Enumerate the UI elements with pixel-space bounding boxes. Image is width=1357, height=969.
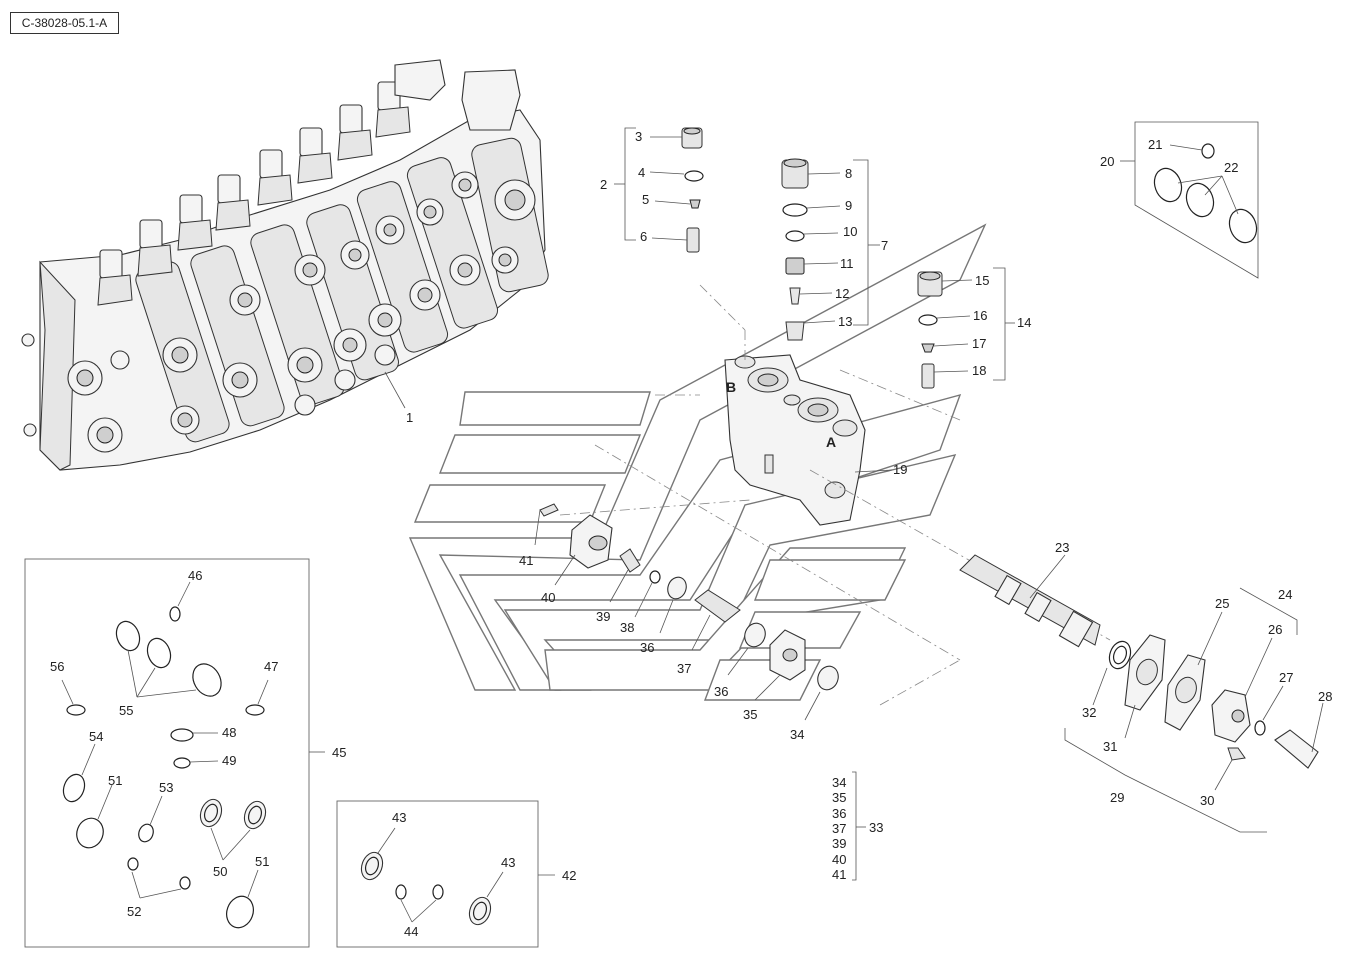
- callout-2: 2: [600, 177, 607, 192]
- callout-34: 34: [790, 727, 804, 742]
- port-b-mark: B: [726, 379, 736, 395]
- callout-50: 50: [213, 864, 227, 879]
- callout-54: 54: [89, 729, 103, 744]
- callout-56: 56: [50, 659, 64, 674]
- group-20: 20 21 22: [1100, 121, 1259, 279]
- callout-18: 18: [972, 363, 986, 378]
- callout-15: 15: [975, 273, 989, 288]
- control-valve-assembly: 1: [21, 59, 549, 471]
- callout-23: 23: [1055, 540, 1069, 555]
- callout-43a: 43: [392, 810, 406, 825]
- callout-4: 4: [638, 165, 645, 180]
- callout-3: 3: [635, 129, 642, 144]
- callout-8: 8: [845, 166, 852, 181]
- callout-38: 38: [620, 620, 634, 635]
- callout-29: 29: [1110, 790, 1124, 805]
- callout-21: 21: [1148, 137, 1162, 152]
- kit-33-item: 37: [832, 821, 846, 836]
- callout-36b: 36: [714, 684, 728, 699]
- callout-37: 37: [677, 661, 691, 676]
- kit-33-item: 36: [832, 806, 846, 821]
- callout-36a: 36: [640, 640, 654, 655]
- callout-43b: 43: [501, 855, 515, 870]
- kit-33-item: 34: [832, 775, 846, 790]
- callout-35: 35: [743, 707, 757, 722]
- callout-32: 32: [1082, 705, 1096, 720]
- callout-10: 10: [843, 224, 857, 239]
- callout-6: 6: [640, 229, 647, 244]
- kit-33-parts: 41 40 39 38 36 37 36 35 34: [519, 503, 839, 742]
- kit-33-item: 35: [832, 790, 846, 805]
- callout-12: 12: [835, 286, 849, 301]
- callout-16: 16: [973, 308, 987, 323]
- port-a-mark: A: [826, 434, 836, 450]
- callout-48: 48: [222, 725, 236, 740]
- callout-52: 52: [127, 904, 141, 919]
- callout-7: 7: [881, 238, 888, 253]
- callout-33: 33: [869, 820, 883, 835]
- callout-41: 41: [519, 553, 533, 568]
- kit-33-item: 40: [832, 852, 846, 867]
- callout-24: 24: [1278, 587, 1292, 602]
- callout-1: 1: [406, 410, 413, 425]
- kit-33-item: 39: [832, 836, 846, 851]
- group-14: 14 15 16 17 18: [917, 267, 1031, 389]
- callout-44: 44: [404, 924, 418, 939]
- callout-14: 14: [1017, 315, 1031, 330]
- callout-28: 28: [1318, 689, 1332, 704]
- callout-47: 47: [264, 659, 278, 674]
- kit-33-list: 34 35 36 37 39 40 41 33: [832, 771, 883, 882]
- callout-25: 25: [1215, 596, 1229, 611]
- callout-26: 26: [1268, 622, 1282, 637]
- callout-22: 22: [1224, 160, 1238, 175]
- leader-19: [854, 469, 893, 473]
- group-2: 2 3 4 5 6: [600, 127, 704, 253]
- callout-5: 5: [642, 192, 649, 207]
- callout-40: 40: [541, 590, 555, 605]
- callout-55: 55: [119, 703, 133, 718]
- callout-45: 45: [332, 745, 346, 760]
- callout-17: 17: [972, 336, 986, 351]
- callout-39: 39: [596, 609, 610, 624]
- callout-30: 30: [1200, 793, 1214, 808]
- drawing-reference-code: C-38028-05.1-A: [10, 12, 119, 34]
- spool-assembly: 23 24 32 31 25 26 27 28 30 29: [959, 540, 1332, 833]
- callout-51a: 51: [108, 773, 122, 788]
- callout-51b: 51: [255, 854, 269, 869]
- callout-20: 20: [1100, 154, 1114, 169]
- callout-31: 31: [1103, 739, 1117, 754]
- callout-42: 42: [562, 868, 576, 883]
- callout-46: 46: [188, 568, 202, 583]
- callout-27: 27: [1279, 670, 1293, 685]
- valve-section-body: B A: [724, 354, 866, 526]
- callout-49: 49: [222, 753, 236, 768]
- callout-11: 11: [840, 256, 854, 271]
- group-7: 7 8 9 10 11 12 13: [781, 158, 888, 341]
- callout-9: 9: [845, 198, 852, 213]
- callout-53: 53: [159, 780, 173, 795]
- callout-19: 19: [893, 462, 907, 477]
- kit-33-item: 41: [832, 867, 846, 882]
- seal-kit-42: 42 43 43 44: [336, 800, 576, 948]
- seal-kit-45: 45 46 55 56 47 48 49 54 51 53: [24, 558, 346, 948]
- callout-13: 13: [838, 314, 852, 329]
